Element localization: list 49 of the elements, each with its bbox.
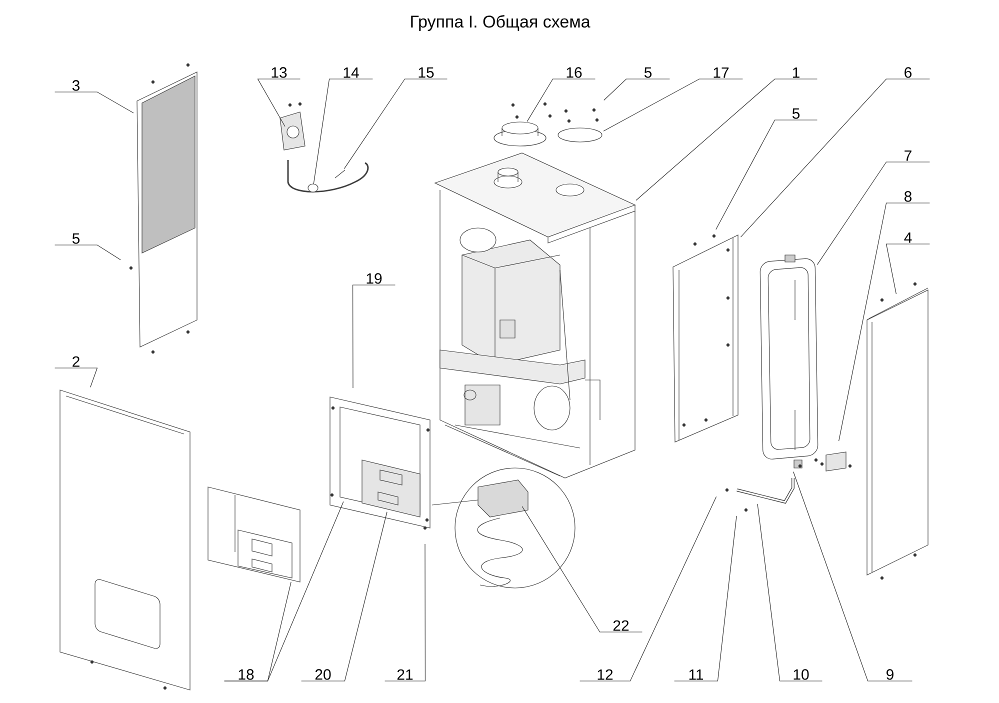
callout-number: 14: [344, 67, 359, 78]
callout-number: 13: [272, 67, 287, 78]
leader-line: [838, 202, 930, 442]
callout-number: 5: [72, 233, 80, 244]
callout-number: 8: [904, 191, 912, 202]
leader-line: [674, 516, 737, 682]
leader-line: [604, 78, 670, 101]
callout-number: 18: [238, 669, 254, 680]
callout-number: 2: [72, 356, 80, 367]
callout-number: 16: [566, 67, 582, 78]
leader-line: [716, 120, 818, 230]
leader-line: [54, 92, 134, 114]
callout-number: 9: [886, 669, 894, 680]
callout-number: 20: [315, 669, 331, 680]
callout-number: 19: [366, 273, 382, 284]
leader-line: [793, 471, 912, 682]
leader-line: [522, 506, 642, 632]
leader-line: [603, 78, 743, 132]
callout-number: 15: [418, 67, 434, 78]
leader-line: [344, 78, 448, 169]
callout-number: 12: [598, 669, 613, 680]
leader-line: [886, 244, 930, 294]
callout-number: 5: [792, 108, 800, 119]
callout-number: 10: [794, 669, 809, 680]
leader-line: [384, 544, 426, 682]
leader-line: [526, 78, 596, 122]
callout-number: 21: [397, 669, 413, 680]
leader-line: [54, 368, 98, 388]
leader-line: [54, 244, 121, 260]
leader-line: [816, 162, 930, 265]
callout-number: 1: [792, 67, 800, 78]
leader-line: [224, 501, 344, 682]
leader-line: [313, 78, 373, 184]
leader-line: [580, 496, 717, 682]
callout-number: 3: [72, 80, 80, 91]
callout-number: 17: [714, 67, 729, 78]
callout-number: 4: [904, 232, 912, 243]
callout-number: 7: [904, 150, 912, 161]
callout-number: 5: [644, 67, 652, 78]
callout-number: 6: [904, 67, 912, 78]
callout-number: 22: [613, 620, 629, 631]
title: Группа I. Общая схема: [411, 15, 590, 31]
leader-line: [301, 512, 388, 682]
leader-line: [257, 78, 300, 127]
leader-line: [352, 284, 396, 388]
leader-line: [636, 78, 818, 201]
leader-line: [757, 504, 822, 682]
callout-number: 11: [689, 669, 704, 680]
leader-line: [740, 78, 930, 238]
